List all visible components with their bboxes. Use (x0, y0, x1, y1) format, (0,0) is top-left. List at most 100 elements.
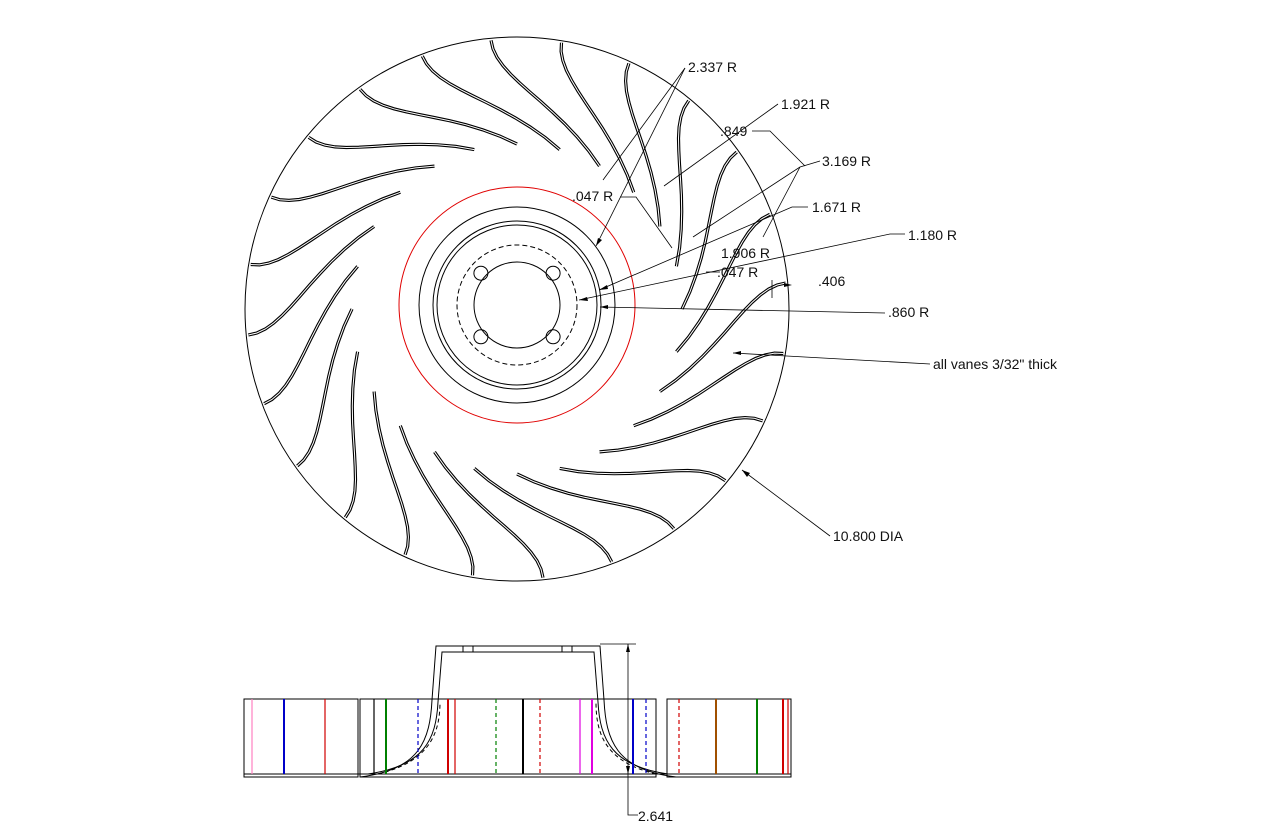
side-vane-lines (251, 699, 789, 774)
vane-gap (559, 467, 726, 482)
vane-gap (560, 42, 635, 193)
height-arrow-top (626, 644, 630, 652)
arrow-2337 (596, 238, 602, 246)
arrow-vanes (733, 351, 741, 355)
vane (433, 450, 545, 579)
vane-gap (633, 352, 784, 427)
arrow-860 (600, 305, 608, 309)
side-segment-3 (666, 698, 792, 778)
vane-gap (516, 473, 675, 530)
vane-gap (681, 151, 738, 310)
vane-gap (659, 282, 786, 392)
vane (296, 308, 354, 468)
vane (307, 135, 475, 152)
side-segment-1 (243, 698, 359, 778)
dim-2337-label: 2.337 R (688, 59, 737, 75)
dim-1180-label: 1.180 R (908, 227, 957, 243)
leader-2337-b (602, 67, 686, 181)
vane-gap (434, 451, 544, 578)
vane-gap (421, 55, 561, 150)
bolt-hole (473, 329, 489, 345)
bolt-circle (456, 244, 578, 366)
hub-outer-circle (398, 186, 636, 424)
leader-arrows (579, 238, 792, 477)
vane-gap (599, 417, 763, 453)
height-arrow-bottom (626, 766, 630, 774)
outer-rim-circle (244, 36, 790, 582)
vane-gap (248, 226, 375, 336)
hub-profile-hidden (377, 701, 657, 775)
arrow-406 (784, 283, 792, 287)
leader-1921 (663, 103, 779, 187)
dim-1921-label: 1.921 R (781, 96, 830, 112)
arrow-10800 (742, 470, 750, 477)
dim-849-label: .849 (720, 123, 747, 139)
vane-gap (625, 63, 661, 227)
dim-047a-label: .047 R (572, 188, 613, 204)
dim-10800-label: 10.800 DIA (833, 528, 904, 544)
vane (675, 212, 771, 353)
bolt-hole (545, 329, 561, 345)
leader-860 (599, 306, 886, 314)
vane-gap (263, 265, 358, 405)
impeller-side-view (243, 643, 792, 816)
bolt-hole (545, 265, 561, 281)
bolt-hole (473, 265, 489, 281)
vane (358, 88, 518, 146)
arrow-1671 (599, 285, 608, 290)
dim-406-label: .406 (818, 273, 845, 289)
vane-thickness-note: all vanes 3/32" thick (933, 356, 1058, 372)
bore-circle (473, 261, 561, 349)
dim-860-label: .860 R (888, 304, 929, 320)
vane-gap (399, 425, 474, 576)
vane (250, 190, 401, 267)
leader-10800 (741, 469, 831, 537)
leader-2337 (595, 67, 686, 247)
vane-gap (308, 136, 475, 151)
vane (559, 466, 727, 483)
dim-047b-label: .047 R (717, 264, 758, 280)
vane-gap (250, 191, 401, 266)
vane-gap (359, 88, 518, 145)
vane (633, 351, 784, 428)
leader-849 (752, 130, 806, 167)
side-segment-2 (359, 698, 657, 778)
vane (658, 281, 787, 393)
dim-3169-label: 3.169 R (822, 153, 871, 169)
vane-gap (271, 165, 435, 201)
leader-047a (620, 196, 673, 249)
impeller-top-view (244, 36, 790, 582)
vane-gap (473, 468, 613, 563)
vane (516, 472, 676, 530)
vane-group (247, 39, 787, 579)
hub-boss-outer-circle (432, 220, 602, 390)
leader-3169 (692, 160, 821, 238)
hub-profile-outer (359, 645, 677, 778)
leader-vanes (732, 352, 931, 365)
vane (473, 467, 614, 563)
vane-gap (344, 351, 359, 518)
vane (263, 265, 359, 406)
vane-gap (676, 213, 771, 353)
vane-gap (296, 308, 353, 467)
arrow-1180 (579, 297, 588, 301)
leader-1180 (578, 233, 905, 301)
bolt-hole-group (473, 265, 561, 345)
leader-lines (578, 67, 931, 537)
leader-3169-b (762, 166, 801, 238)
hub-boss-inner-circle (436, 224, 598, 386)
vane (247, 225, 376, 337)
hub-ring-circle (418, 206, 616, 404)
dim-2641-label: 2.641 (638, 808, 673, 824)
vane (420, 55, 561, 151)
vane (343, 351, 360, 519)
vane-gap (675, 100, 690, 267)
vane (680, 150, 738, 310)
dim-1906-label: 1.906 R (721, 245, 770, 261)
vane (398, 425, 475, 576)
vane-gap (490, 40, 600, 167)
vane (559, 42, 636, 193)
vane-gap (373, 391, 409, 555)
dim-1671-label: 1.671 R (812, 199, 861, 215)
